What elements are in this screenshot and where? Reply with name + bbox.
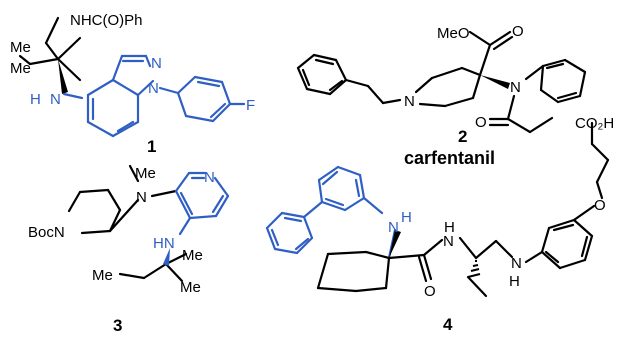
- compound-1-ring-n-b-label: N: [148, 80, 159, 97]
- compound-3-number: 3: [113, 316, 122, 335]
- compound-3-hn-label: HN: [153, 235, 175, 252]
- compound-4-oxo-label: O: [424, 283, 436, 300]
- compound-2-pip-n-label: N: [404, 93, 415, 110]
- compound-4-black-bonds: [316, 121, 610, 298]
- compound-3-me-c-label: Me: [180, 279, 201, 296]
- compound-3-black-bonds: [67, 164, 188, 283]
- compound-3-me-a-label: Me: [182, 247, 203, 264]
- compound-1: NHC(O)Ph Me Me H N N N F 1: [10, 12, 255, 156]
- compound-4-nh-n-label: N: [388, 219, 399, 236]
- compound-4-nh-h-label: H: [401, 209, 412, 226]
- compound-4-wedge-nh: [389, 230, 401, 258]
- compound-1-amine-n-label: N: [50, 91, 61, 108]
- compound-4-acid-label: CO₂H: [575, 115, 614, 132]
- compound-1-blue-bonds: [62, 54, 246, 138]
- compound-1-black-bonds: [18, 16, 82, 82]
- compound-1-wedge: [58, 59, 68, 94]
- compound-1-amide-label: NHC(O)Ph: [70, 12, 143, 29]
- compound-4-ether-label: O: [594, 197, 606, 214]
- compound-3-blue-bonds: [174, 171, 230, 236]
- compound-3-me-b-label: Me: [92, 267, 113, 284]
- compound-4-blue-bonds: [265, 165, 397, 260]
- compound-1-me-a-label: Me: [10, 39, 31, 56]
- compound-3: Me BocN N N HN Me Me Me 3: [28, 164, 230, 335]
- compound-4-amine-h-label: H: [509, 273, 520, 290]
- compound-2-number: 2: [458, 127, 467, 146]
- compound-3-boc-label: BocN: [28, 224, 65, 241]
- compound-3-n-label: N: [136, 189, 147, 206]
- compound-4-amide-n-label: N: [443, 233, 454, 250]
- compound-4-amide-h-label: H: [444, 219, 455, 236]
- compound-2-bonds: [296, 30, 587, 134]
- compound-1-fluoro-label: F: [246, 97, 255, 114]
- compound-4: CO₂H N H O H N N H O 4: [265, 115, 614, 334]
- compound-3-pyr-n-label: N: [204, 169, 215, 186]
- compound-2: MeO O N N O 2 carfentanil: [296, 23, 587, 168]
- compound-1-h-label: H: [30, 91, 41, 108]
- compound-1-me-b-label: Me: [10, 60, 31, 77]
- compound-4-number: 4: [443, 315, 453, 334]
- compound-4-hash-ethyl: [467, 260, 481, 278]
- compound-3-wedge: [163, 248, 170, 266]
- compound-1-ring-n-a-label: N: [151, 55, 162, 72]
- compound-2-ester-label: MeO: [437, 25, 470, 42]
- compound-3-me-n-label: Me: [135, 165, 156, 182]
- compound-2-name: carfentanil: [404, 148, 495, 168]
- compound-4-amine-n-label: N: [511, 255, 522, 272]
- compound-2-wedge: [480, 75, 510, 89]
- compound-2-oxo-b-label: O: [475, 114, 487, 131]
- compound-2-anil-n-label: N: [510, 79, 521, 96]
- compound-1-number: 1: [147, 137, 156, 156]
- compound-2-oxo-a-label: O: [512, 23, 524, 40]
